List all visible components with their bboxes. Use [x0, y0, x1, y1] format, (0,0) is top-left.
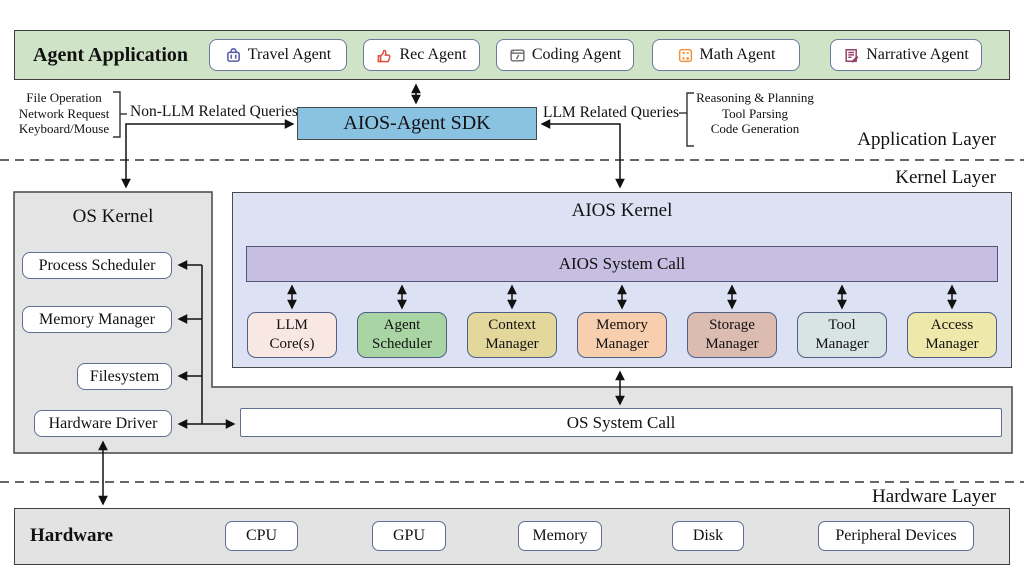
module-label: Context	[488, 317, 536, 334]
device-label: GPU	[392, 527, 425, 544]
module-label: Manager	[705, 336, 759, 352]
note-line: Reasoning & Planning	[696, 90, 814, 105]
device-label: Peripheral Devices	[835, 527, 957, 544]
os-system-call-bar: OS System Call	[240, 408, 1002, 437]
module-label: Agent	[383, 317, 421, 334]
suitcase-icon	[226, 47, 240, 62]
storage-manager-module: Storage Manager	[687, 312, 777, 358]
note-line: Code Generation	[710, 121, 800, 137]
agent-chip-label: Coding Agent	[531, 46, 622, 63]
calculator-icon	[678, 48, 692, 62]
sdk-label: AIOS-Agent SDK	[343, 112, 491, 134]
module-label: Manager	[485, 336, 539, 352]
application-layer-label: Application Layer	[857, 129, 996, 150]
module-label: Core(s)	[269, 336, 315, 352]
hardware-title: Hardware	[30, 525, 114, 546]
llm-query-arrow	[540, 119, 625, 189]
note-line: File Operation	[26, 90, 102, 105]
note-line: Keyboard/Mouse	[18, 121, 110, 137]
memory-manager-module: Memory Manager	[577, 312, 667, 358]
math-agent-chip: Math Agent	[652, 39, 800, 71]
agent-chip-label: Rec Agent	[399, 46, 467, 63]
coding-agent-chip: Coding Agent	[496, 39, 634, 71]
module-label: Scheduler	[372, 336, 432, 352]
os-component-label: Hardware Driver	[48, 414, 158, 432]
note-line: Tool Parsing	[722, 105, 788, 121]
process-scheduler-box: Process Scheduler	[22, 252, 172, 279]
access-manager-module: Access Manager	[907, 312, 997, 358]
hardware-driver-box: Hardware Driver	[34, 410, 172, 437]
module-label: Manager	[815, 336, 869, 352]
aios-system-call-bar: AIOS System Call	[246, 246, 998, 282]
device-label: Disk	[692, 527, 724, 544]
tool-manager-module: Tool Manager	[797, 312, 887, 358]
agent-scheduler-module: Agent Scheduler	[357, 312, 447, 358]
module-label: Tool	[828, 317, 856, 334]
module-label: Manager	[595, 336, 649, 352]
hardware-layer-label: Hardware Layer	[872, 486, 996, 507]
module-label: LLM	[276, 317, 308, 334]
peripheral-devices-box: Peripheral Devices	[818, 521, 974, 551]
llm-examples: Reasoning & Planning Tool Parsing Code G…	[692, 90, 818, 137]
agent-chip-label: Narrative Agent	[866, 46, 969, 63]
non-llm-queries-label: Non-LLM Related Queries	[130, 103, 298, 120]
memory-manager-os-box: Memory Manager	[22, 306, 172, 333]
gpu-box: GPU	[372, 521, 446, 551]
context-manager-module: Context Manager	[467, 312, 557, 358]
disk-box: Disk	[672, 521, 744, 551]
note-line: Network Request	[18, 105, 110, 121]
llm-queries-label: LLM Related Queries	[543, 104, 680, 121]
travel-agent-chip: Travel Agent	[209, 39, 347, 71]
non-llm-examples: File Operation Network Request Keyboard/…	[14, 90, 114, 137]
device-label: CPU	[245, 527, 278, 544]
module-label: Access	[930, 317, 974, 334]
os-component-label: Process Scheduler	[38, 256, 156, 274]
device-label: Memory	[532, 527, 588, 544]
agent-application-title: Agent Application	[33, 43, 189, 66]
rec-agent-chip: Rec Agent	[363, 39, 480, 71]
document-edit-icon	[845, 48, 859, 63]
os-component-label: Filesystem	[89, 367, 160, 385]
module-label: Manager	[925, 336, 979, 352]
kernel-layer-label: Kernel Layer	[895, 167, 996, 188]
code-window-icon	[510, 48, 525, 62]
narrative-agent-chip: Narrative Agent	[830, 39, 982, 71]
agent-chip-label: Math Agent	[699, 46, 776, 63]
llm-cores-module: LLM Core(s)	[247, 312, 337, 358]
memory-box: Memory	[518, 521, 602, 551]
agent-chip-label: Travel Agent	[247, 46, 332, 63]
non-llm-query-arrow	[121, 119, 295, 189]
aios-kernel-title: AIOS Kernel	[571, 200, 673, 221]
cpu-box: CPU	[225, 521, 298, 551]
left-bracket	[113, 91, 121, 138]
thumbs-up-icon	[378, 49, 391, 62]
aios-system-call-label: AIOS System Call	[558, 254, 686, 273]
filesystem-box: Filesystem	[77, 363, 172, 390]
aios-agent-sdk-box: AIOS-Agent SDK	[297, 107, 537, 140]
module-label: Storage	[709, 317, 755, 334]
module-label: Memory	[596, 317, 648, 334]
os-system-call-label: OS System Call	[566, 412, 676, 432]
os-kernel-title: OS Kernel	[72, 206, 154, 227]
os-component-label: Memory Manager	[39, 310, 155, 328]
